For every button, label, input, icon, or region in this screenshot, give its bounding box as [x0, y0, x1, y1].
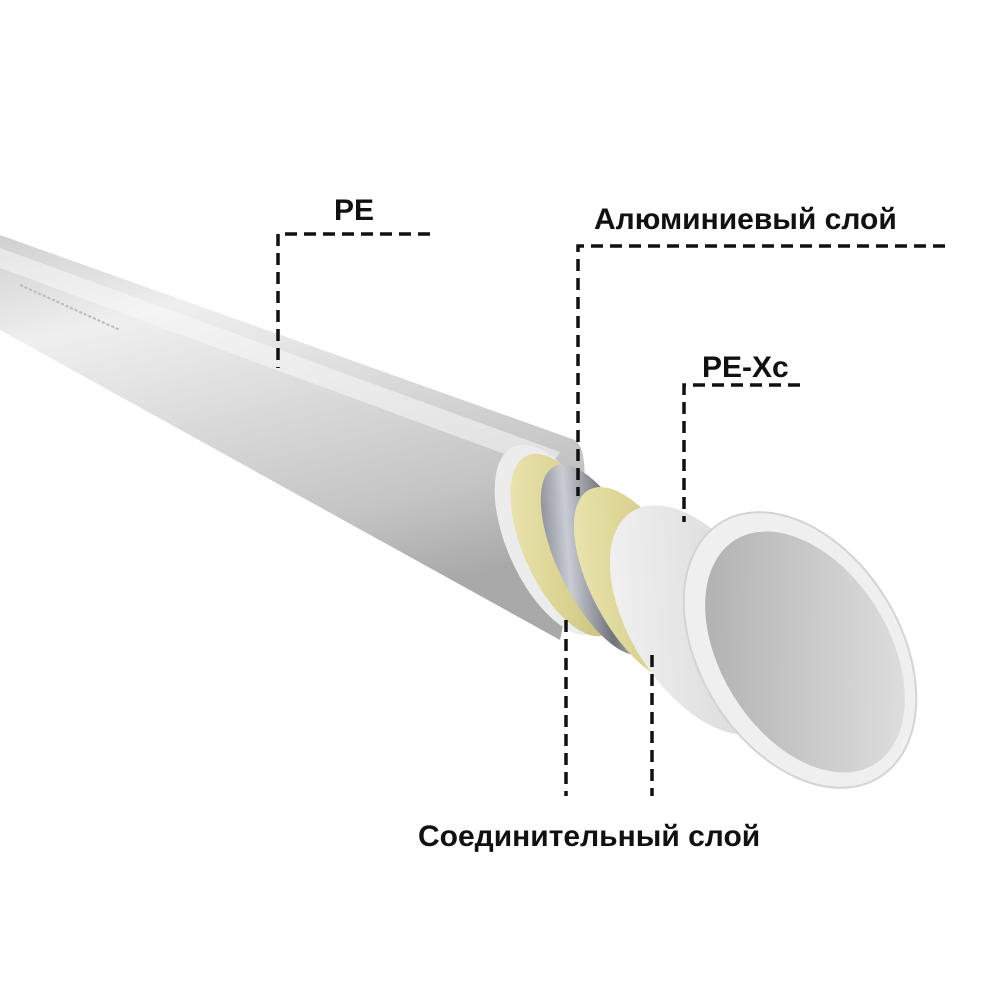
pe-xc-leader-line [682, 383, 800, 522]
pipe-bore [705, 531, 905, 773]
pe-xc-label: PE-Xc [702, 351, 789, 384]
aluminium-leader-line [576, 244, 945, 496]
pe-label: PE [334, 194, 375, 227]
pipe-print-marking [19, 284, 121, 331]
pe-outer-tube [0, 235, 585, 640]
bonding-layer-label: Соединительный слой [418, 820, 761, 853]
pe-leader-line [276, 232, 430, 368]
leader-lines [276, 232, 945, 796]
pe-tube-highlight [0, 248, 560, 470]
aluminium-layer-label: Алюминиевый слой [594, 203, 897, 236]
